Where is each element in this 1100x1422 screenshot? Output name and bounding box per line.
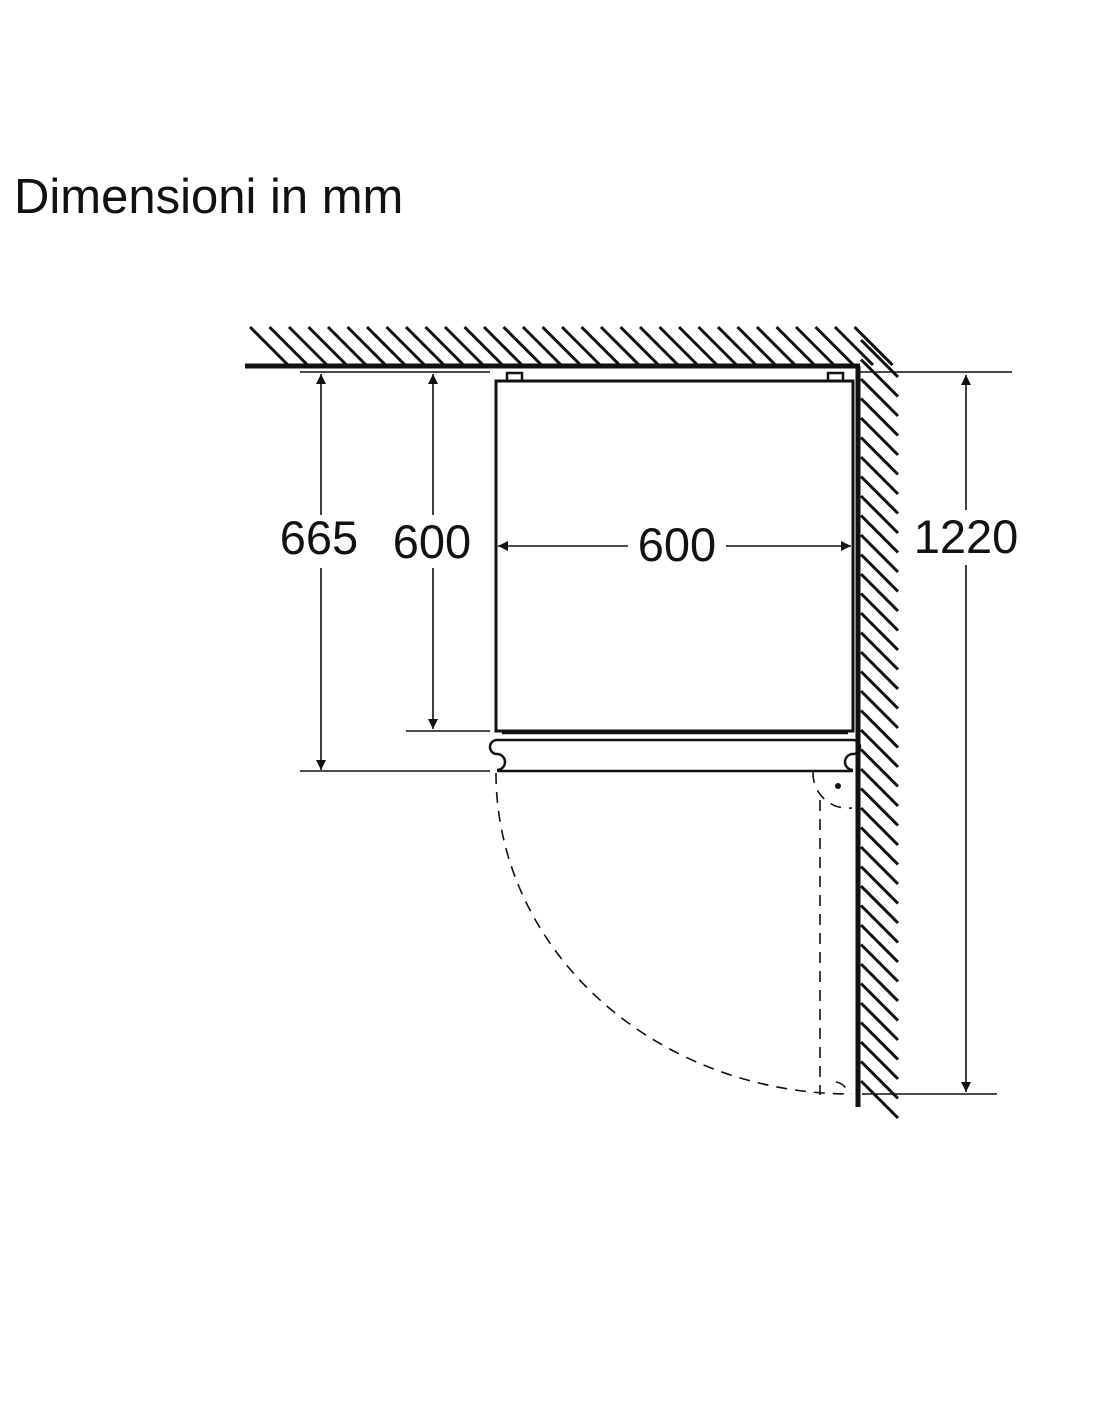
hatch-stroke — [859, 787, 900, 827]
hatch-stroke — [541, 325, 582, 367]
hatch-stroke — [859, 631, 900, 671]
label-665: 665 — [280, 511, 358, 564]
hatch-stroke — [859, 572, 900, 613]
hatch-stroke — [859, 923, 900, 964]
hatch-stroke — [853, 325, 894, 367]
hatch-stroke — [697, 325, 738, 367]
hatch-stroke — [859, 748, 900, 788]
hatch-stroke — [859, 494, 900, 535]
hatch-stroke — [859, 1060, 900, 1100]
hatch-stroke — [859, 728, 900, 769]
hatch-stroke — [443, 325, 485, 367]
hatch-stroke — [859, 533, 900, 574]
hatch-stroke — [859, 709, 900, 749]
hatch-stroke — [736, 325, 777, 367]
hatch-stroke — [404, 325, 446, 367]
hatch-stroke — [775, 325, 816, 367]
hatch-stroke — [502, 325, 543, 367]
hatch-stroke — [859, 436, 900, 476]
page-title: Dimensioni in mm — [14, 170, 404, 224]
hatch-stroke — [385, 325, 426, 367]
hatch-stroke — [859, 650, 900, 691]
hatch-stroke — [859, 397, 900, 437]
hatch-stroke — [833, 325, 875, 367]
hatch-stroke — [859, 611, 900, 652]
hatch-stroke — [268, 325, 309, 367]
spacer-right — [826, 371, 845, 383]
hatch-stroke — [326, 325, 368, 367]
hatch-stroke — [859, 1001, 900, 1042]
hatch-stroke — [599, 325, 641, 367]
hatch-stroke — [859, 865, 900, 905]
hatch-stroke — [859, 553, 900, 593]
hatch-stroke — [859, 884, 900, 925]
label-600-width: 600 — [638, 518, 716, 571]
hatch-stroke — [859, 845, 900, 886]
appliance-door — [488, 731, 862, 773]
hatch-stroke — [424, 325, 465, 367]
hatch-stroke — [859, 1040, 900, 1081]
hatch-stroke — [859, 943, 900, 983]
hatch-stroke — [560, 325, 602, 367]
hatch-stroke — [859, 514, 900, 554]
hatch-stroke — [463, 325, 504, 367]
hatch-stroke — [755, 325, 797, 367]
hatch-stroke — [365, 325, 407, 367]
hatch-stroke — [859, 1079, 900, 1120]
hatch-stroke — [859, 689, 900, 730]
hatch-stroke — [619, 325, 660, 367]
hatch-stroke — [580, 325, 621, 367]
dimension-lines — [316, 374, 971, 1092]
hatch-stroke — [859, 475, 900, 515]
hatch-stroke — [859, 338, 900, 379]
hatch-stroke — [307, 325, 348, 367]
hatch-stroke — [859, 982, 900, 1022]
hatch-stroke — [859, 806, 900, 847]
hatch-stroke — [658, 325, 699, 367]
hatch-stroke — [859, 904, 900, 944]
hatch-stroke — [859, 377, 900, 418]
hatch-stroke — [859, 826, 900, 866]
hatch-stroke — [859, 670, 900, 710]
hatch-stroke — [859, 455, 900, 496]
hatch-stroke — [638, 325, 680, 367]
hatch-stroke — [677, 325, 719, 367]
hatch-stroke — [859, 962, 900, 1003]
hatch-stroke — [716, 325, 758, 367]
hinge-pivot — [835, 783, 841, 789]
hatch-stroke — [859, 416, 900, 457]
hatch-stroke — [248, 325, 290, 367]
appliance-body — [494, 379, 855, 733]
label-1220: 1220 — [914, 510, 1019, 563]
hatch-stroke — [859, 592, 900, 632]
hatch-stroke — [814, 325, 855, 367]
label-600-depth: 600 — [393, 515, 471, 568]
hatch-stroke — [794, 325, 836, 367]
hatch-stroke — [346, 325, 387, 367]
hatch-stroke — [859, 1021, 900, 1061]
hatch-stroke — [482, 325, 524, 367]
hatch-stroke — [287, 325, 329, 367]
spacer-left — [505, 371, 524, 383]
extension-lines — [300, 371, 1012, 1095]
hatch-stroke — [859, 767, 900, 808]
door-swing-arc — [495, 771, 853, 1096]
hatch-stroke — [859, 358, 900, 398]
wall-hatching — [248, 325, 900, 1120]
hatch-stroke — [521, 325, 563, 367]
